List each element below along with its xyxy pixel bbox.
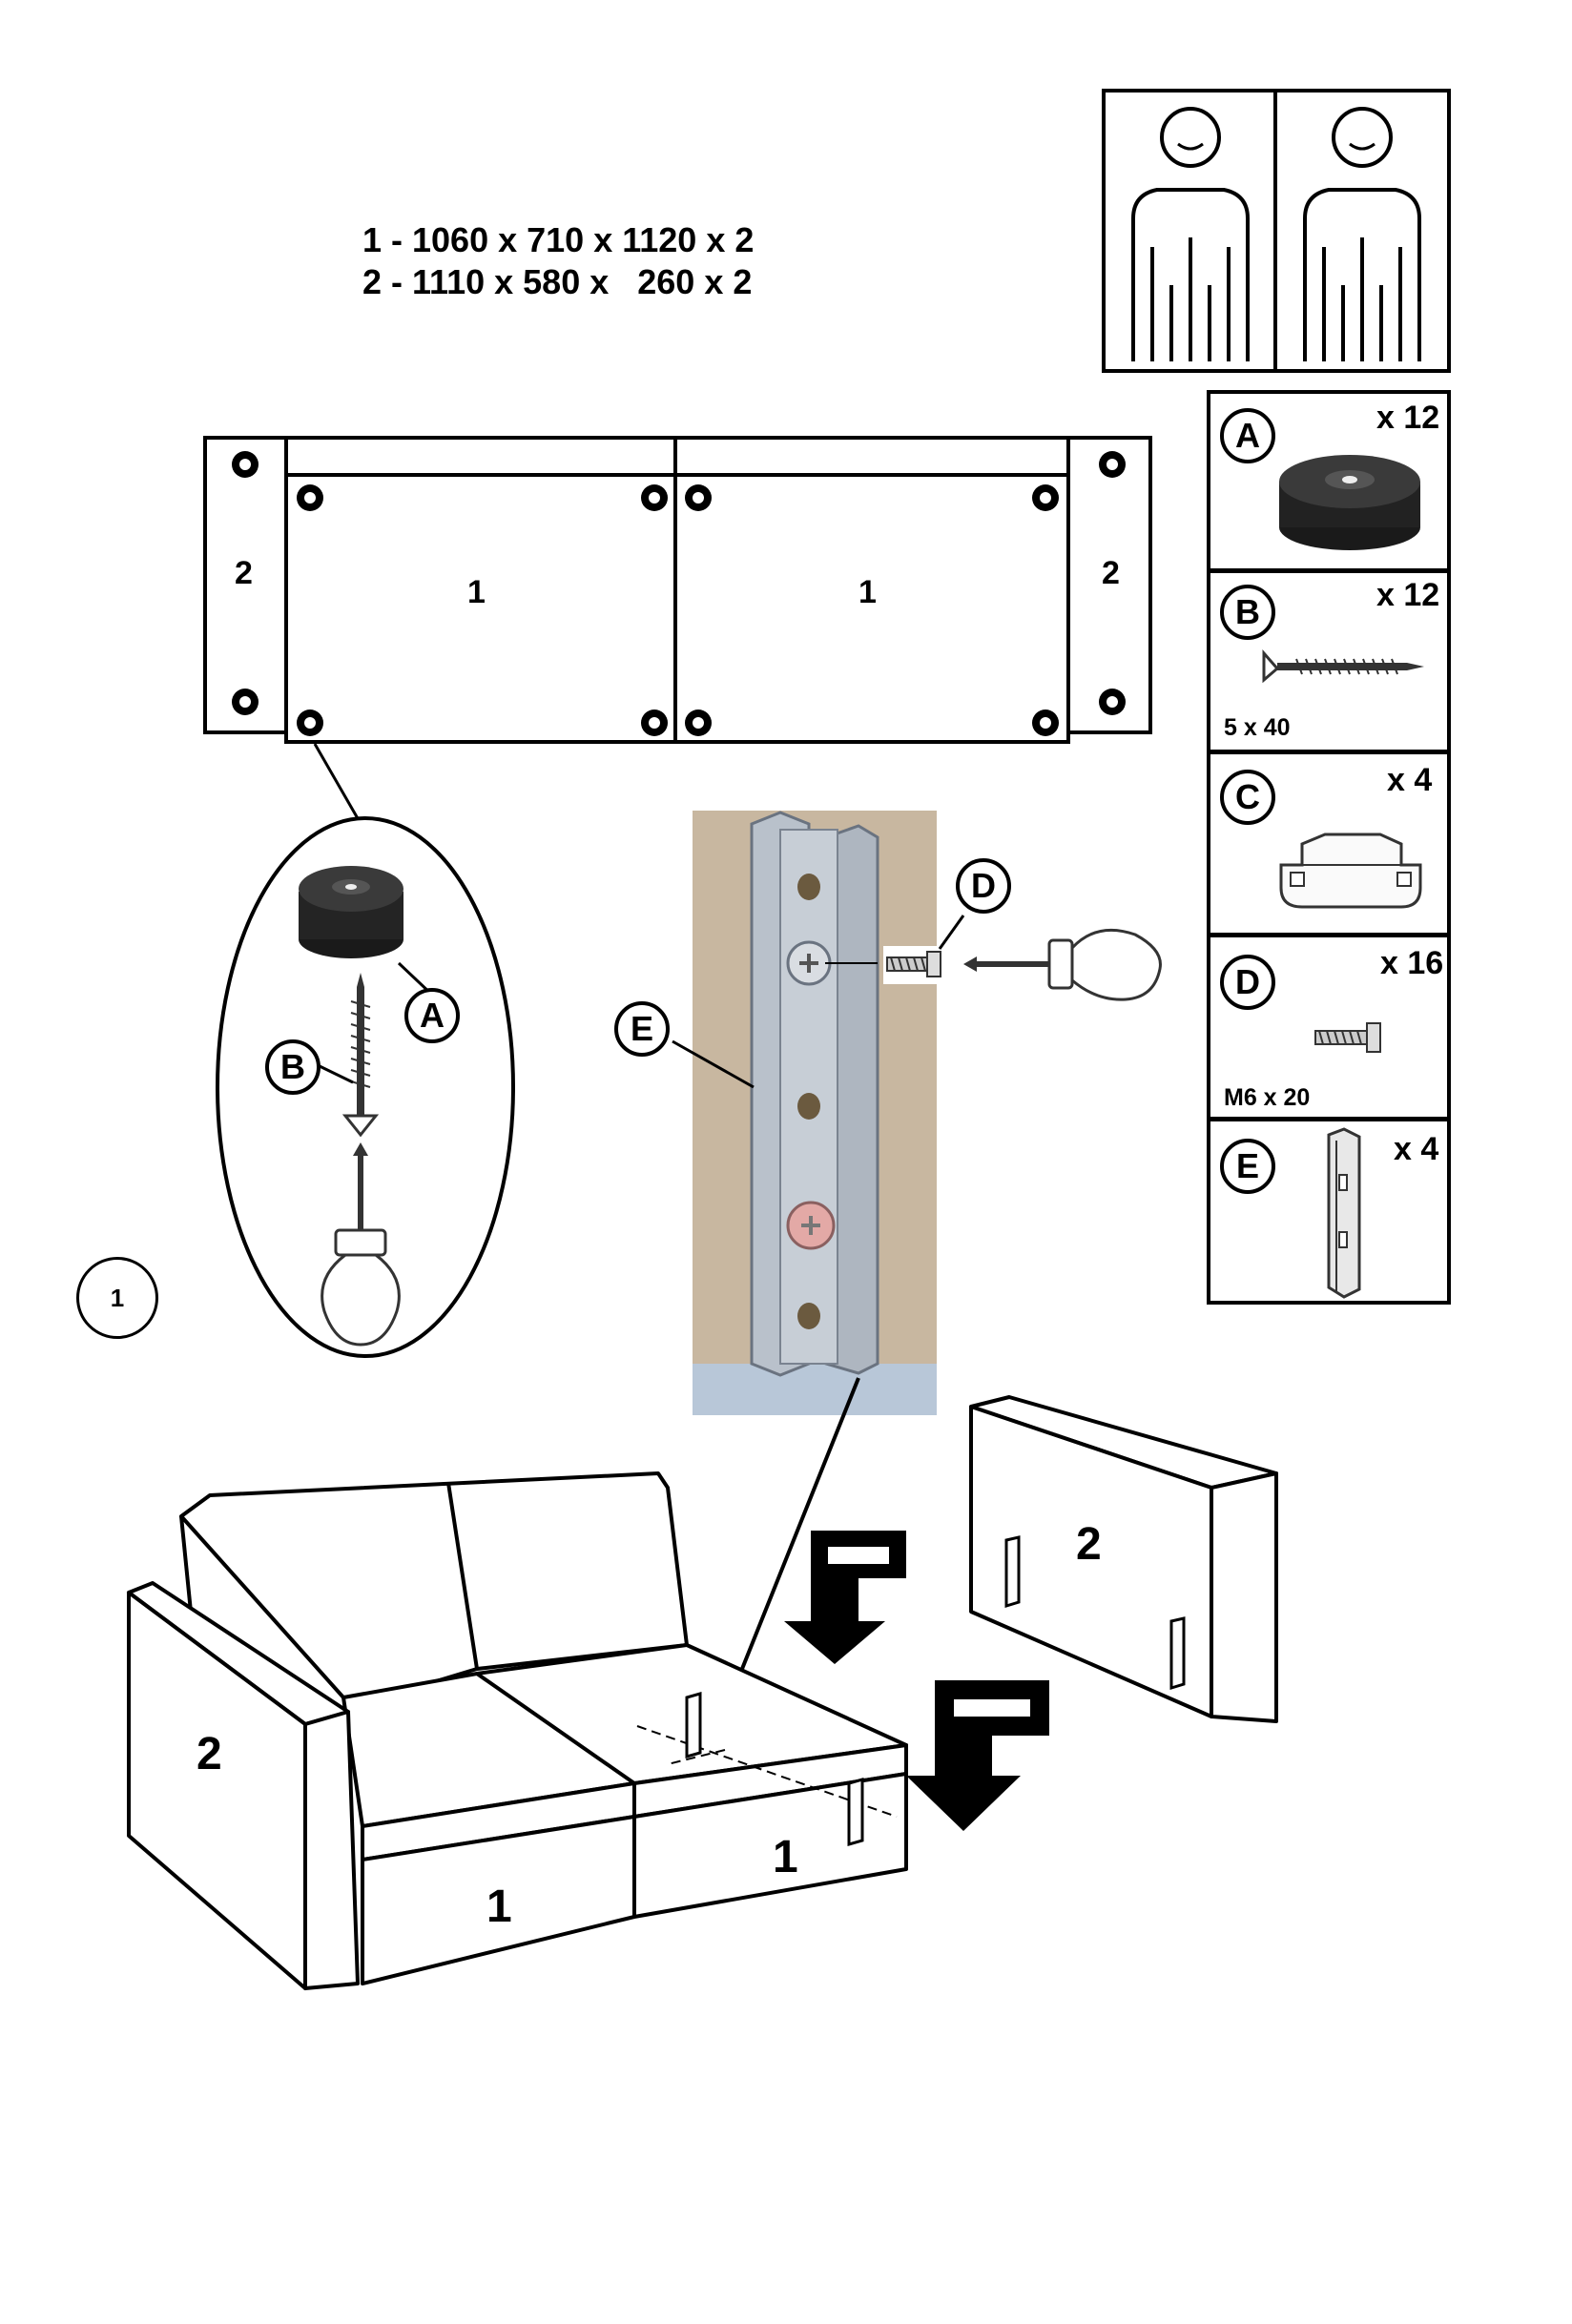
- person-icon: [1131, 107, 1250, 361]
- sofa-drawing: [127, 1471, 908, 1990]
- part-size: 5 x 40: [1224, 714, 1291, 741]
- foot-hole: [685, 710, 712, 736]
- foot-hole: [297, 484, 323, 511]
- connector-rail-icon: [1004, 1535, 1186, 1691]
- part-panel-b: B x 12 5 x 40: [1207, 569, 1451, 753]
- connector-rail-icon: [1327, 1127, 1361, 1299]
- part-qty: x 12: [1376, 577, 1440, 613]
- sofa-label-seat-left: 1: [486, 1882, 512, 1932]
- foot-hole: [1032, 710, 1059, 736]
- wood-screw-icon: [1262, 649, 1424, 684]
- bracket-clip-icon: [1279, 833, 1422, 909]
- arrow-down-icon: [784, 1531, 906, 1664]
- part-qty: x 12: [1376, 400, 1440, 436]
- foot-hole: [685, 484, 712, 511]
- furniture-foot-icon: [299, 866, 403, 958]
- part-letter: C: [1220, 770, 1275, 825]
- part-qty: x 4: [1387, 762, 1433, 798]
- screwdriver-icon: [963, 928, 1162, 1001]
- callout-d: D: [956, 858, 1011, 914]
- plan-label-arm-left: 2: [235, 555, 253, 591]
- foot-hole: [1032, 484, 1059, 511]
- callout-e: E: [614, 1001, 670, 1057]
- connector-rail-icon: [685, 1692, 864, 1846]
- arrow-down-icon: [906, 1680, 1049, 1831]
- part-letter: D: [1220, 955, 1275, 1010]
- foot-hole: [641, 484, 668, 511]
- part-qty: x 16: [1380, 945, 1444, 981]
- plan-label-seat-left: 1: [467, 574, 486, 610]
- bolt-icon: [883, 946, 956, 984]
- foot-hole: [641, 710, 668, 736]
- part-panel-c: C x 4: [1207, 751, 1451, 936]
- foot-hole: [297, 710, 323, 736]
- plan-label-seat-right: 1: [858, 574, 877, 610]
- wood-screw-icon: [341, 973, 380, 1138]
- foot-hole: [232, 451, 259, 478]
- plan-seat-left: [284, 473, 677, 744]
- foot-hole: [1099, 689, 1126, 715]
- person-icon: [1303, 107, 1421, 361]
- callout-b: B: [265, 1039, 321, 1095]
- screwdriver-icon: [321, 1142, 401, 1347]
- part-letter: B: [1220, 585, 1275, 640]
- part-panel-e: E x 4: [1207, 1118, 1451, 1305]
- step-number: 1: [76, 1257, 158, 1339]
- sofa-label-seat-right: 1: [773, 1832, 798, 1882]
- loose-arm-piece: [969, 1395, 1278, 1723]
- sofa-label-loose-arm: 2: [1076, 1519, 1102, 1570]
- furniture-foot-icon: [1279, 455, 1420, 550]
- part-letter: E: [1220, 1139, 1275, 1194]
- foot-hole: [232, 689, 259, 715]
- sofa-label-arm: 2: [196, 1729, 222, 1779]
- bolt-icon: [1314, 1022, 1381, 1053]
- part-size: M6 x 20: [1224, 1084, 1311, 1111]
- dimension-line-2: 2 - 1110 x 580 x 260 x 2: [362, 262, 753, 301]
- part-letter: A: [1220, 408, 1275, 463]
- plan-back-left: [284, 436, 677, 477]
- foot-hole: [1099, 451, 1126, 478]
- callout-a: A: [404, 988, 460, 1043]
- part-qty: x 4: [1394, 1131, 1439, 1167]
- plan-label-arm-right: 2: [1102, 555, 1120, 591]
- connector-rail-icon: [750, 811, 879, 1377]
- plan-seat-right: [673, 473, 1070, 744]
- foot-detail-oval: [216, 816, 515, 1358]
- dimension-line-1: 1 - 1060 x 710 x 1120 x 2: [362, 220, 755, 259]
- two-persons-box: [1102, 89, 1451, 373]
